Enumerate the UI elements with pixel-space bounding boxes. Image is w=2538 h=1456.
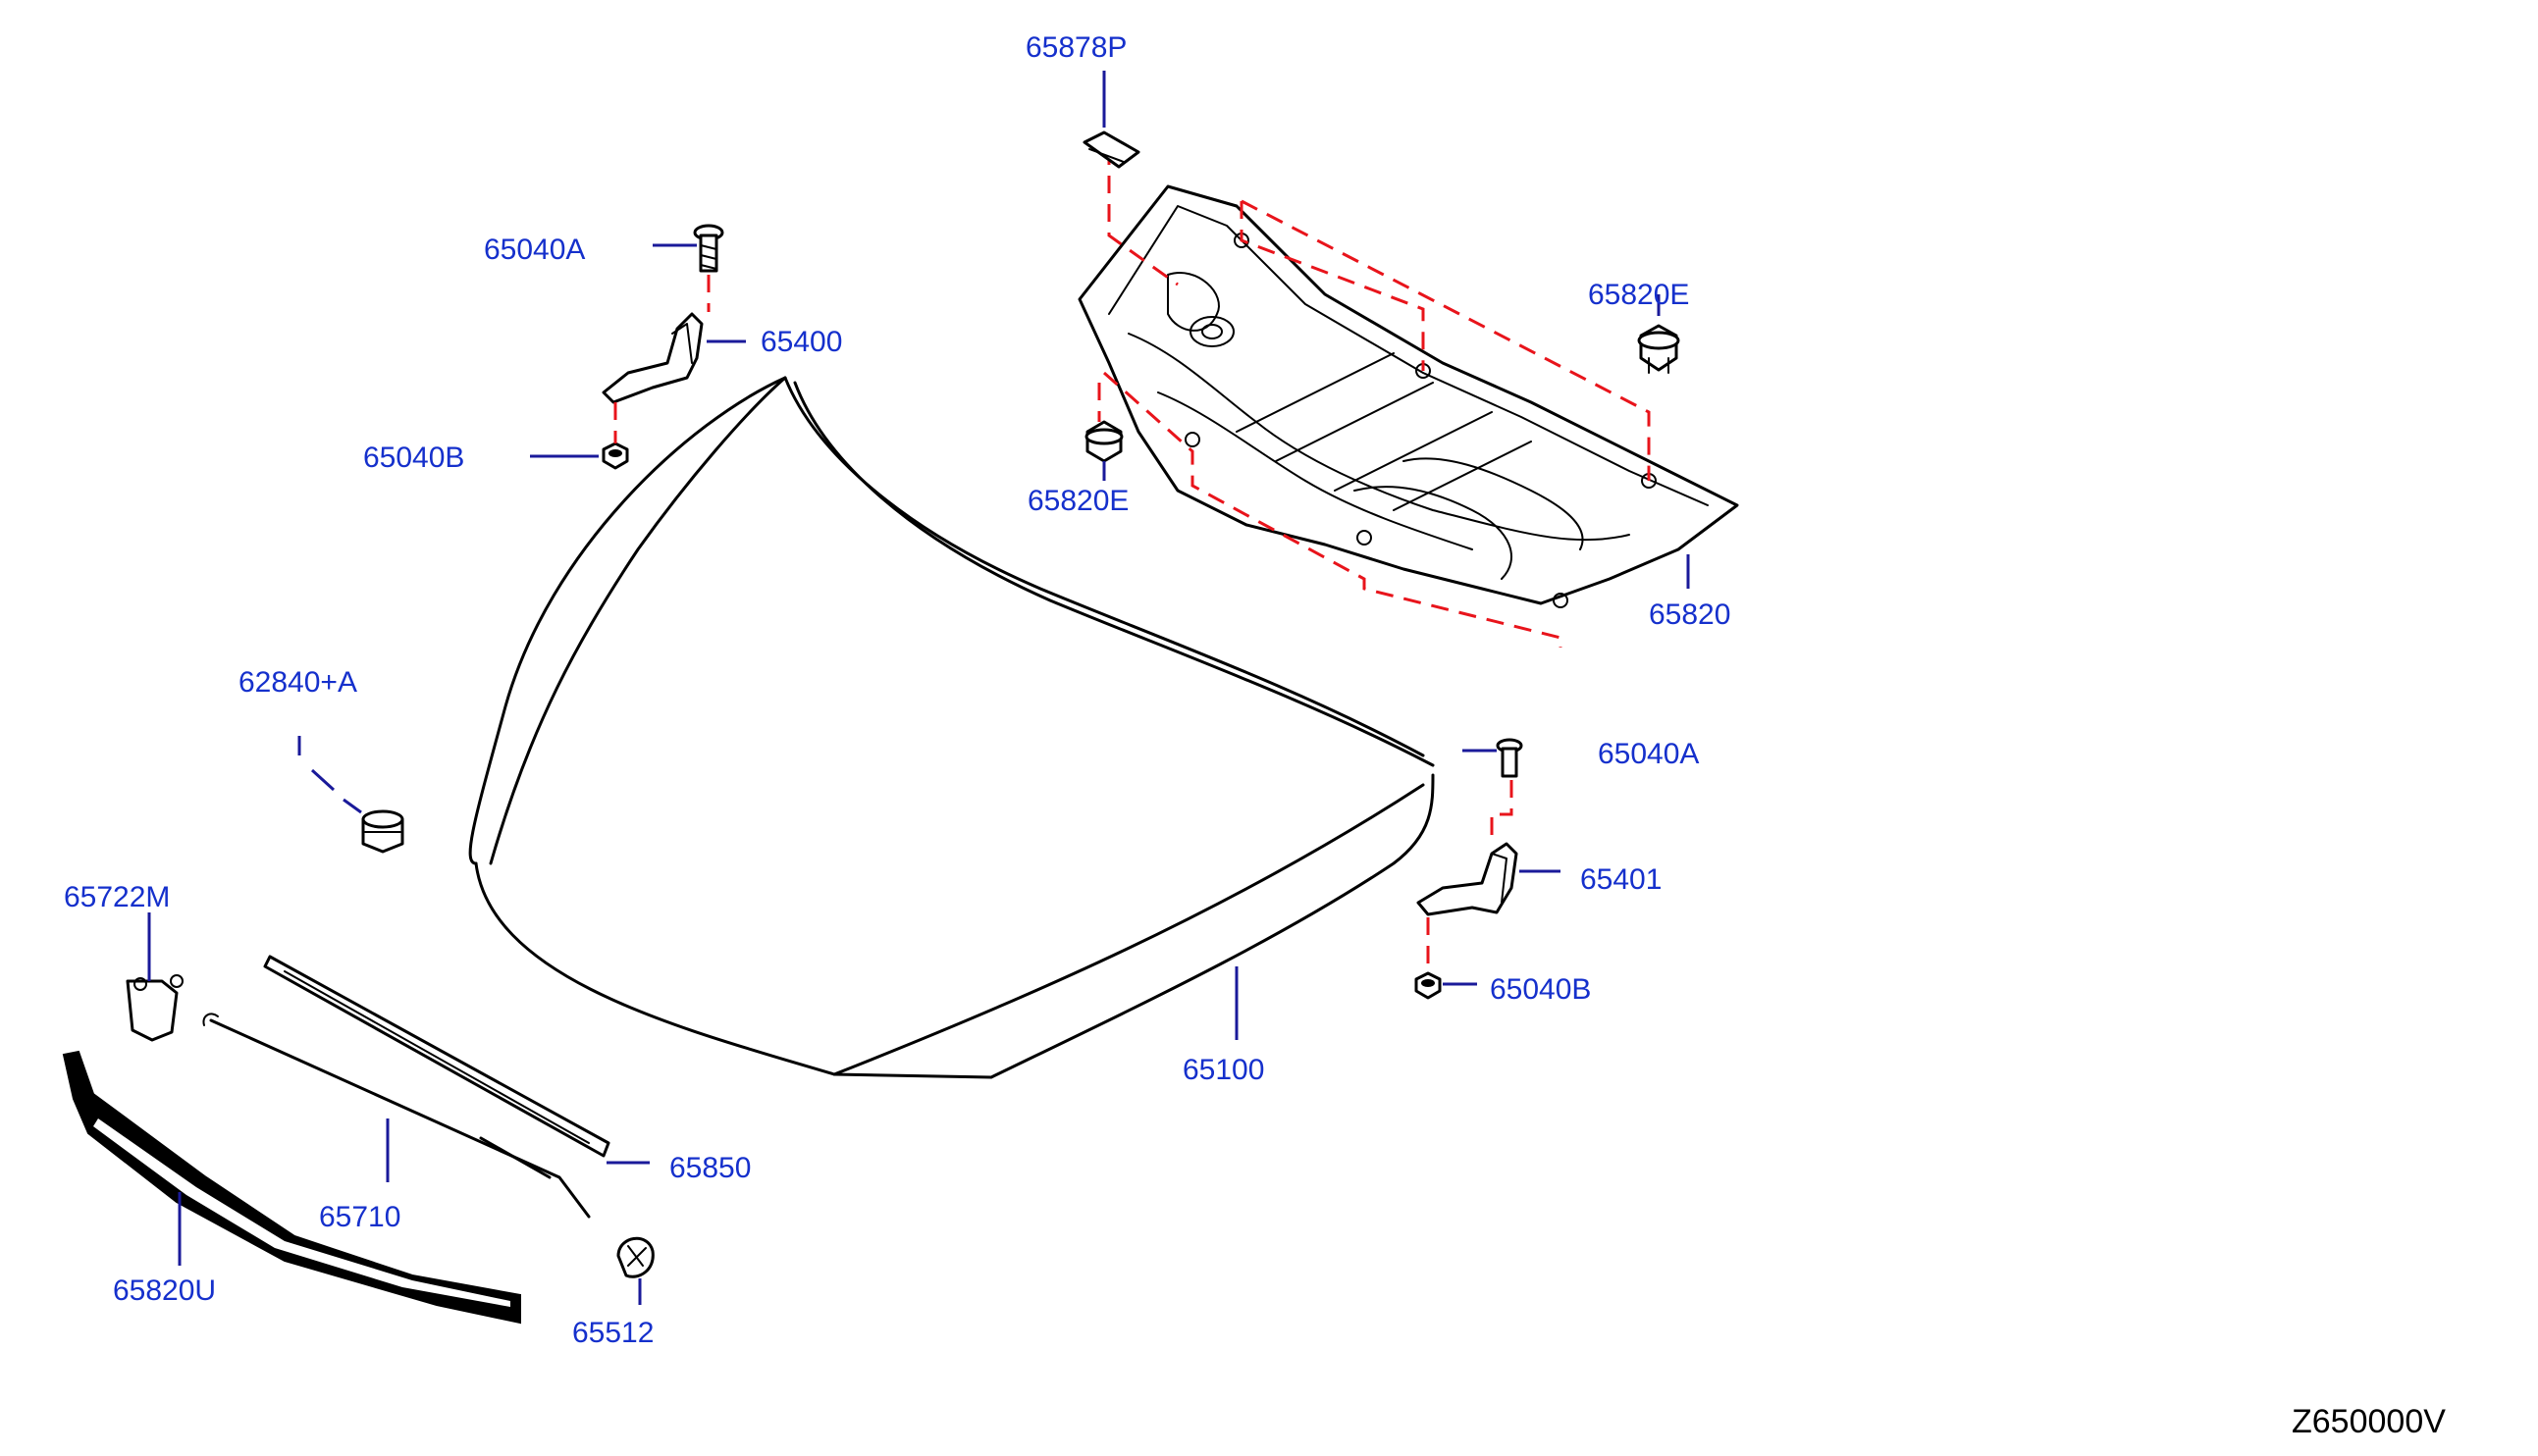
hood-insulator[interactable]: [1078, 184, 1739, 608]
label-65512[interactable]: 65512: [572, 1317, 654, 1349]
label-65878p[interactable]: 65878P: [1026, 31, 1127, 64]
bolt-65040a-top[interactable]: [693, 224, 724, 273]
hood-hinge-left[interactable]: [602, 312, 704, 404]
label-65820u[interactable]: 65820U: [113, 1274, 216, 1307]
label-65040a-top[interactable]: 65040A: [484, 234, 585, 266]
part-labels: 65878P 65040A 65400 65040B 65820E 65820E…: [64, 31, 1730, 1349]
label-65850[interactable]: 65850: [669, 1152, 751, 1184]
nut-65040b-right[interactable]: [1414, 971, 1442, 1000]
label-62840a[interactable]: 62840+A: [238, 666, 357, 699]
label-65710[interactable]: 65710: [319, 1201, 400, 1233]
clip-65820e-right[interactable]: [1637, 324, 1680, 374]
hood-seal[interactable]: [263, 955, 610, 1158]
label-65040b-top[interactable]: 65040B: [363, 442, 464, 474]
bolt-65040a-right[interactable]: [1496, 738, 1523, 778]
hood-support-rod[interactable]: [202, 1013, 591, 1219]
label-65820e-left[interactable]: 65820E: [1028, 485, 1129, 517]
hood-panel[interactable]: [468, 376, 1435, 1079]
label-65100[interactable]: 65100: [1183, 1054, 1264, 1086]
lock-striker[interactable]: [126, 974, 184, 1042]
clip-65820e-left[interactable]: [1084, 420, 1124, 463]
hood-bumper[interactable]: [361, 809, 404, 854]
nut-65040b-top[interactable]: [602, 442, 629, 470]
front-seal[interactable]: [62, 1050, 521, 1325]
insulator-guides: [1097, 147, 1651, 648]
label-65820e-right[interactable]: 65820E: [1588, 279, 1689, 311]
label-65722m[interactable]: 65722M: [64, 881, 170, 913]
hood-hinge-right[interactable]: [1416, 842, 1518, 916]
label-65040b-right[interactable]: 65040B: [1490, 973, 1591, 1006]
label-65820[interactable]: 65820: [1649, 598, 1730, 631]
label-65400[interactable]: 65400: [761, 326, 842, 358]
leader-lines: [147, 71, 1690, 1305]
clip-65878p[interactable]: [1083, 130, 1140, 169]
label-65040a-right[interactable]: 65040A: [1598, 738, 1699, 770]
diagram-code: Z650000V: [2292, 1403, 2446, 1440]
rod-holder[interactable]: [616, 1236, 655, 1278]
label-65401[interactable]: 65401: [1580, 863, 1662, 896]
